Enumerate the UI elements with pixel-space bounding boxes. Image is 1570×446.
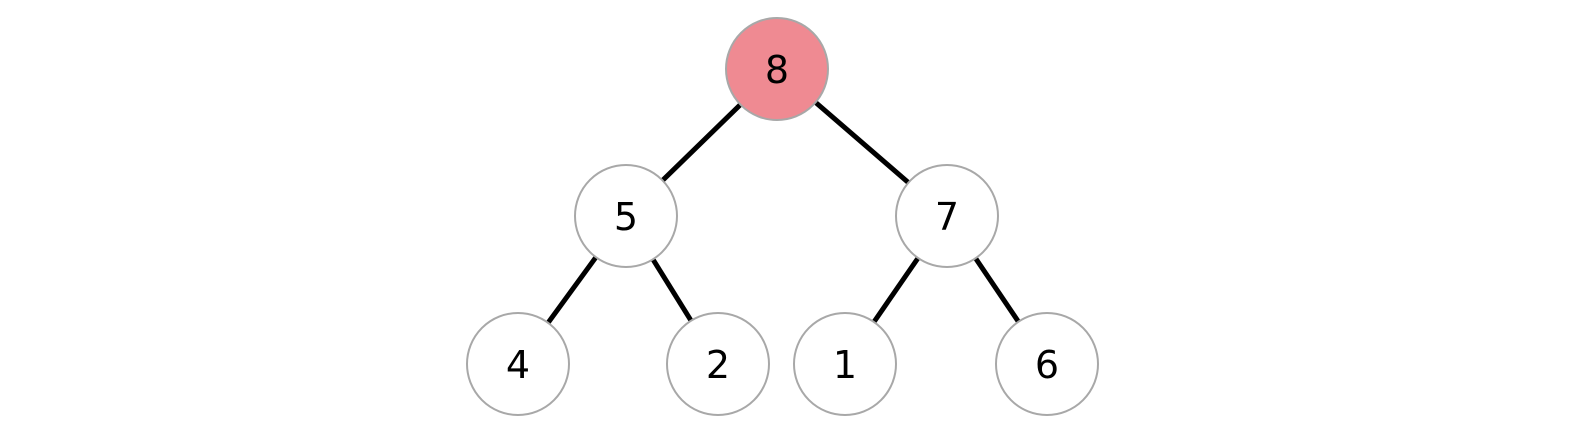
tree-node-label-4: 4 [506,343,530,387]
edge-layer [546,100,1021,325]
node-layer: 8 5 7 4 2 1 6 [466,17,1099,416]
tree-node-8[interactable]: 8 [725,17,829,121]
tree-node-label-8: 8 [765,48,789,92]
tree-node-label-1: 1 [833,343,857,387]
tree-edge-7-6 [973,256,1021,324]
tree-edge-8-5 [660,102,743,183]
tree-node-5[interactable]: 5 [574,164,678,268]
tree-node-circle-6[interactable] [995,312,1099,416]
tree-node-7[interactable]: 7 [895,164,999,268]
tree-node-label-6: 6 [1035,343,1059,387]
tree-edge-7-1 [871,256,921,324]
tree-node-label-2: 2 [706,343,730,387]
tree-node-label-7: 7 [935,195,959,239]
tree-edge-5-4 [546,255,598,325]
tree-node-circle-2[interactable] [666,312,770,416]
tree-edge-8-7 [813,100,911,185]
tree-node-1[interactable]: 1 [793,312,897,416]
tree-node-4[interactable]: 4 [466,312,570,416]
tree-node-circle-1[interactable] [793,312,897,416]
tree-node-circle-7[interactable] [895,164,999,268]
tree-node-2[interactable]: 2 [666,312,770,416]
tree-node-label-5: 5 [614,195,638,239]
tree-node-circle-4[interactable] [466,312,570,416]
tree-node-circle-5[interactable] [574,164,678,268]
tree-node-6[interactable]: 6 [995,312,1099,416]
tree-edge-5-2 [650,257,694,323]
tree-node-circle-8[interactable] [725,17,829,121]
